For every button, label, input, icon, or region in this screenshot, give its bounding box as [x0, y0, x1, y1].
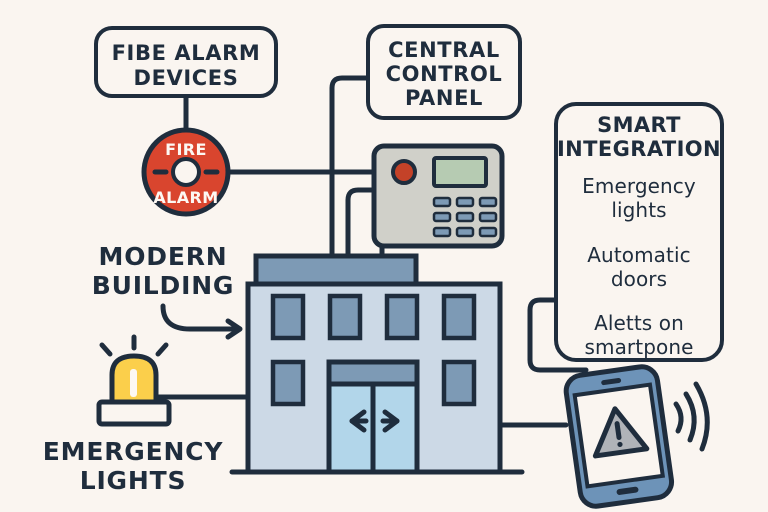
fire-alarm-top-text: FIRE	[165, 140, 207, 159]
beacon-ray	[99, 342, 113, 357]
control-panel-led-icon	[391, 159, 417, 185]
keypad-key[interactable]	[455, 211, 475, 223]
signal-arc-3	[693, 381, 710, 452]
control-panel-device[interactable]	[371, 143, 505, 249]
modern-building-line-1: MODERN	[99, 242, 228, 271]
callout-smart-integration-box	[554, 102, 724, 362]
phone-speaker	[601, 377, 622, 386]
modern-building-arrowhead	[225, 318, 243, 340]
smartphone-alert-icon[interactable]	[563, 364, 675, 509]
beacon-highlight	[130, 369, 137, 397]
fire-alarm-icon[interactable]: FIRE ALARM	[141, 127, 231, 217]
building-window-upper	[270, 293, 306, 341]
phone-signal-arcs	[673, 381, 710, 452]
keypad-key[interactable]	[432, 211, 452, 223]
callout-smart-integration[interactable]: SMART INTEGRATION Emergency lights Autom…	[554, 102, 724, 362]
label-modern-building: MODERN BUILDING	[92, 242, 243, 340]
warning-exclamation-stroke	[614, 421, 622, 440]
modern-building-line-2: BUILDING	[92, 271, 234, 300]
fire-alarm-bottom-text: ALARM	[153, 188, 218, 207]
building-entrance-header	[326, 359, 420, 387]
building-window-upper	[384, 293, 420, 341]
keypad-key[interactable]	[432, 226, 452, 238]
callout-fire-alarm-line-2: DEVICES	[134, 66, 239, 90]
wire-alarm-to-building	[225, 169, 385, 261]
smart-item-3-line-2: smartpone	[584, 335, 693, 359]
control-panel-keypad[interactable]	[432, 196, 498, 238]
modern-building-pointer-arrow	[160, 303, 239, 332]
callout-fire-alarm-line-1: FIBE ALARM	[112, 41, 261, 65]
smart-integration-heading-line-2: INTEGRATION	[557, 137, 721, 161]
callout-central-control-panel[interactable]: CENTRAL CONTROL PANEL	[366, 24, 522, 120]
building-window-upper	[327, 293, 363, 341]
callout-control-panel-line-1: CENTRAL	[388, 38, 500, 62]
control-panel-screen	[432, 156, 488, 188]
keypad-key[interactable]	[478, 211, 498, 223]
building-window-lower	[270, 359, 306, 407]
fire-alarm-bell-center	[171, 157, 201, 187]
wire-callout-control-panel	[329, 75, 371, 261]
keypad-key[interactable]	[478, 196, 498, 208]
emergency-lights-line-2: LIGHTS	[80, 466, 187, 495]
callout-fire-alarm-devices[interactable]: FIBE ALARM DEVICES	[94, 26, 278, 98]
beacon-ray	[155, 342, 169, 357]
warning-triangle-icon	[592, 406, 650, 459]
smart-integration-heading-line-1: SMART	[597, 113, 681, 137]
callout-fire-alarm-box	[94, 26, 278, 98]
keypad-key[interactable]	[478, 226, 498, 238]
signal-arc-1	[673, 401, 684, 434]
callout-control-panel-line-2: CONTROL	[386, 62, 503, 86]
modern-building-illustration[interactable]	[245, 253, 503, 475]
smart-item-2-line-2: doors	[611, 267, 667, 291]
callout-control-panel-box	[366, 24, 522, 120]
smart-item-1-line-1: Emergency	[582, 174, 696, 198]
smart-item-1-line-2: lights	[611, 198, 666, 222]
smart-item-3-line-1: Aletts on	[594, 311, 684, 335]
wire-callout-smart-integration	[527, 297, 589, 373]
keypad-key[interactable]	[432, 196, 452, 208]
callout-control-panel-line-3: PANEL	[405, 86, 483, 110]
emergency-beacon-icon[interactable]: EMERGENCY LIGHTS	[43, 334, 224, 495]
smart-item-2-line-1: Automatic	[587, 243, 690, 267]
phone-home-button[interactable]	[616, 486, 639, 495]
keypad-key[interactable]	[455, 196, 475, 208]
building-roof-cap	[253, 253, 419, 287]
wire-panel-to-building	[345, 187, 377, 261]
warning-exclamation-dot	[617, 441, 623, 448]
beacon-base	[96, 399, 172, 427]
building-window-lower	[441, 359, 477, 407]
keypad-key[interactable]	[455, 226, 475, 238]
building-window-upper	[441, 293, 477, 341]
signal-arc-2	[683, 391, 697, 443]
emergency-lights-line-1: EMERGENCY	[43, 437, 224, 466]
